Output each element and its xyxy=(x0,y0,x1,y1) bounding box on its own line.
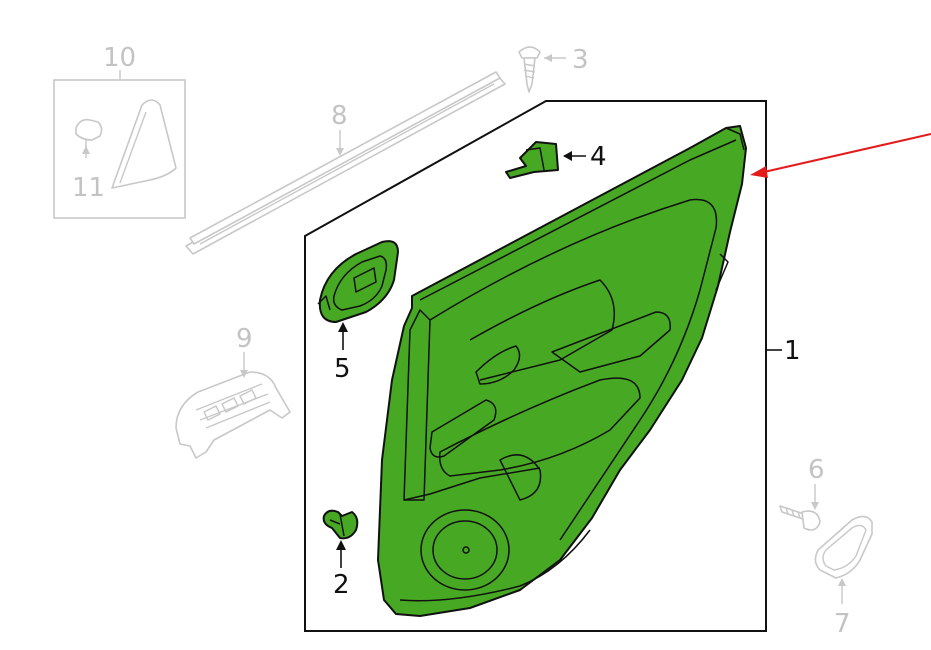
part-1-door-trim-panel[interactable] xyxy=(377,125,747,617)
callout-11: 11 xyxy=(72,173,105,203)
callout-4: 4 xyxy=(590,142,607,172)
handle-bezel-icon xyxy=(317,240,399,323)
door-trim-panel-icon xyxy=(377,125,747,617)
screw-icon xyxy=(779,505,821,531)
escutcheon-icon xyxy=(814,515,873,579)
callout-3: 3 xyxy=(572,45,589,75)
part-8-weatherstrip[interactable] xyxy=(185,71,506,255)
part-2-push-clip[interactable] xyxy=(322,509,359,540)
callout-9: 9 xyxy=(236,324,253,354)
bracket-icon xyxy=(505,141,559,179)
callout-2: 2 xyxy=(333,570,350,600)
push-clip-icon xyxy=(322,509,359,540)
callout-10: 10 xyxy=(103,43,136,73)
callout-7: 7 xyxy=(834,609,851,639)
part-3-screw[interactable] xyxy=(518,46,541,93)
callout-5: 5 xyxy=(334,354,351,384)
part-4-bracket[interactable] xyxy=(505,141,559,179)
part-6-screw[interactable] xyxy=(779,505,821,531)
callout-8: 8 xyxy=(331,101,348,131)
screw-icon xyxy=(518,46,541,93)
assembly-frame xyxy=(304,100,782,632)
callout-1: 1 xyxy=(784,336,801,366)
corner-cover-icon xyxy=(111,99,177,189)
part-7-escutcheon[interactable] xyxy=(814,515,873,579)
callout-6: 6 xyxy=(808,455,825,485)
switch-bezel-icon xyxy=(175,371,291,459)
part-10-corner-cover-group[interactable] xyxy=(53,79,186,219)
red-arrow-icon xyxy=(750,133,931,178)
part-5-handle-bezel[interactable] xyxy=(317,240,399,323)
push-clip-icon xyxy=(75,118,103,158)
part-9-switch-bezel[interactable] xyxy=(175,371,291,459)
